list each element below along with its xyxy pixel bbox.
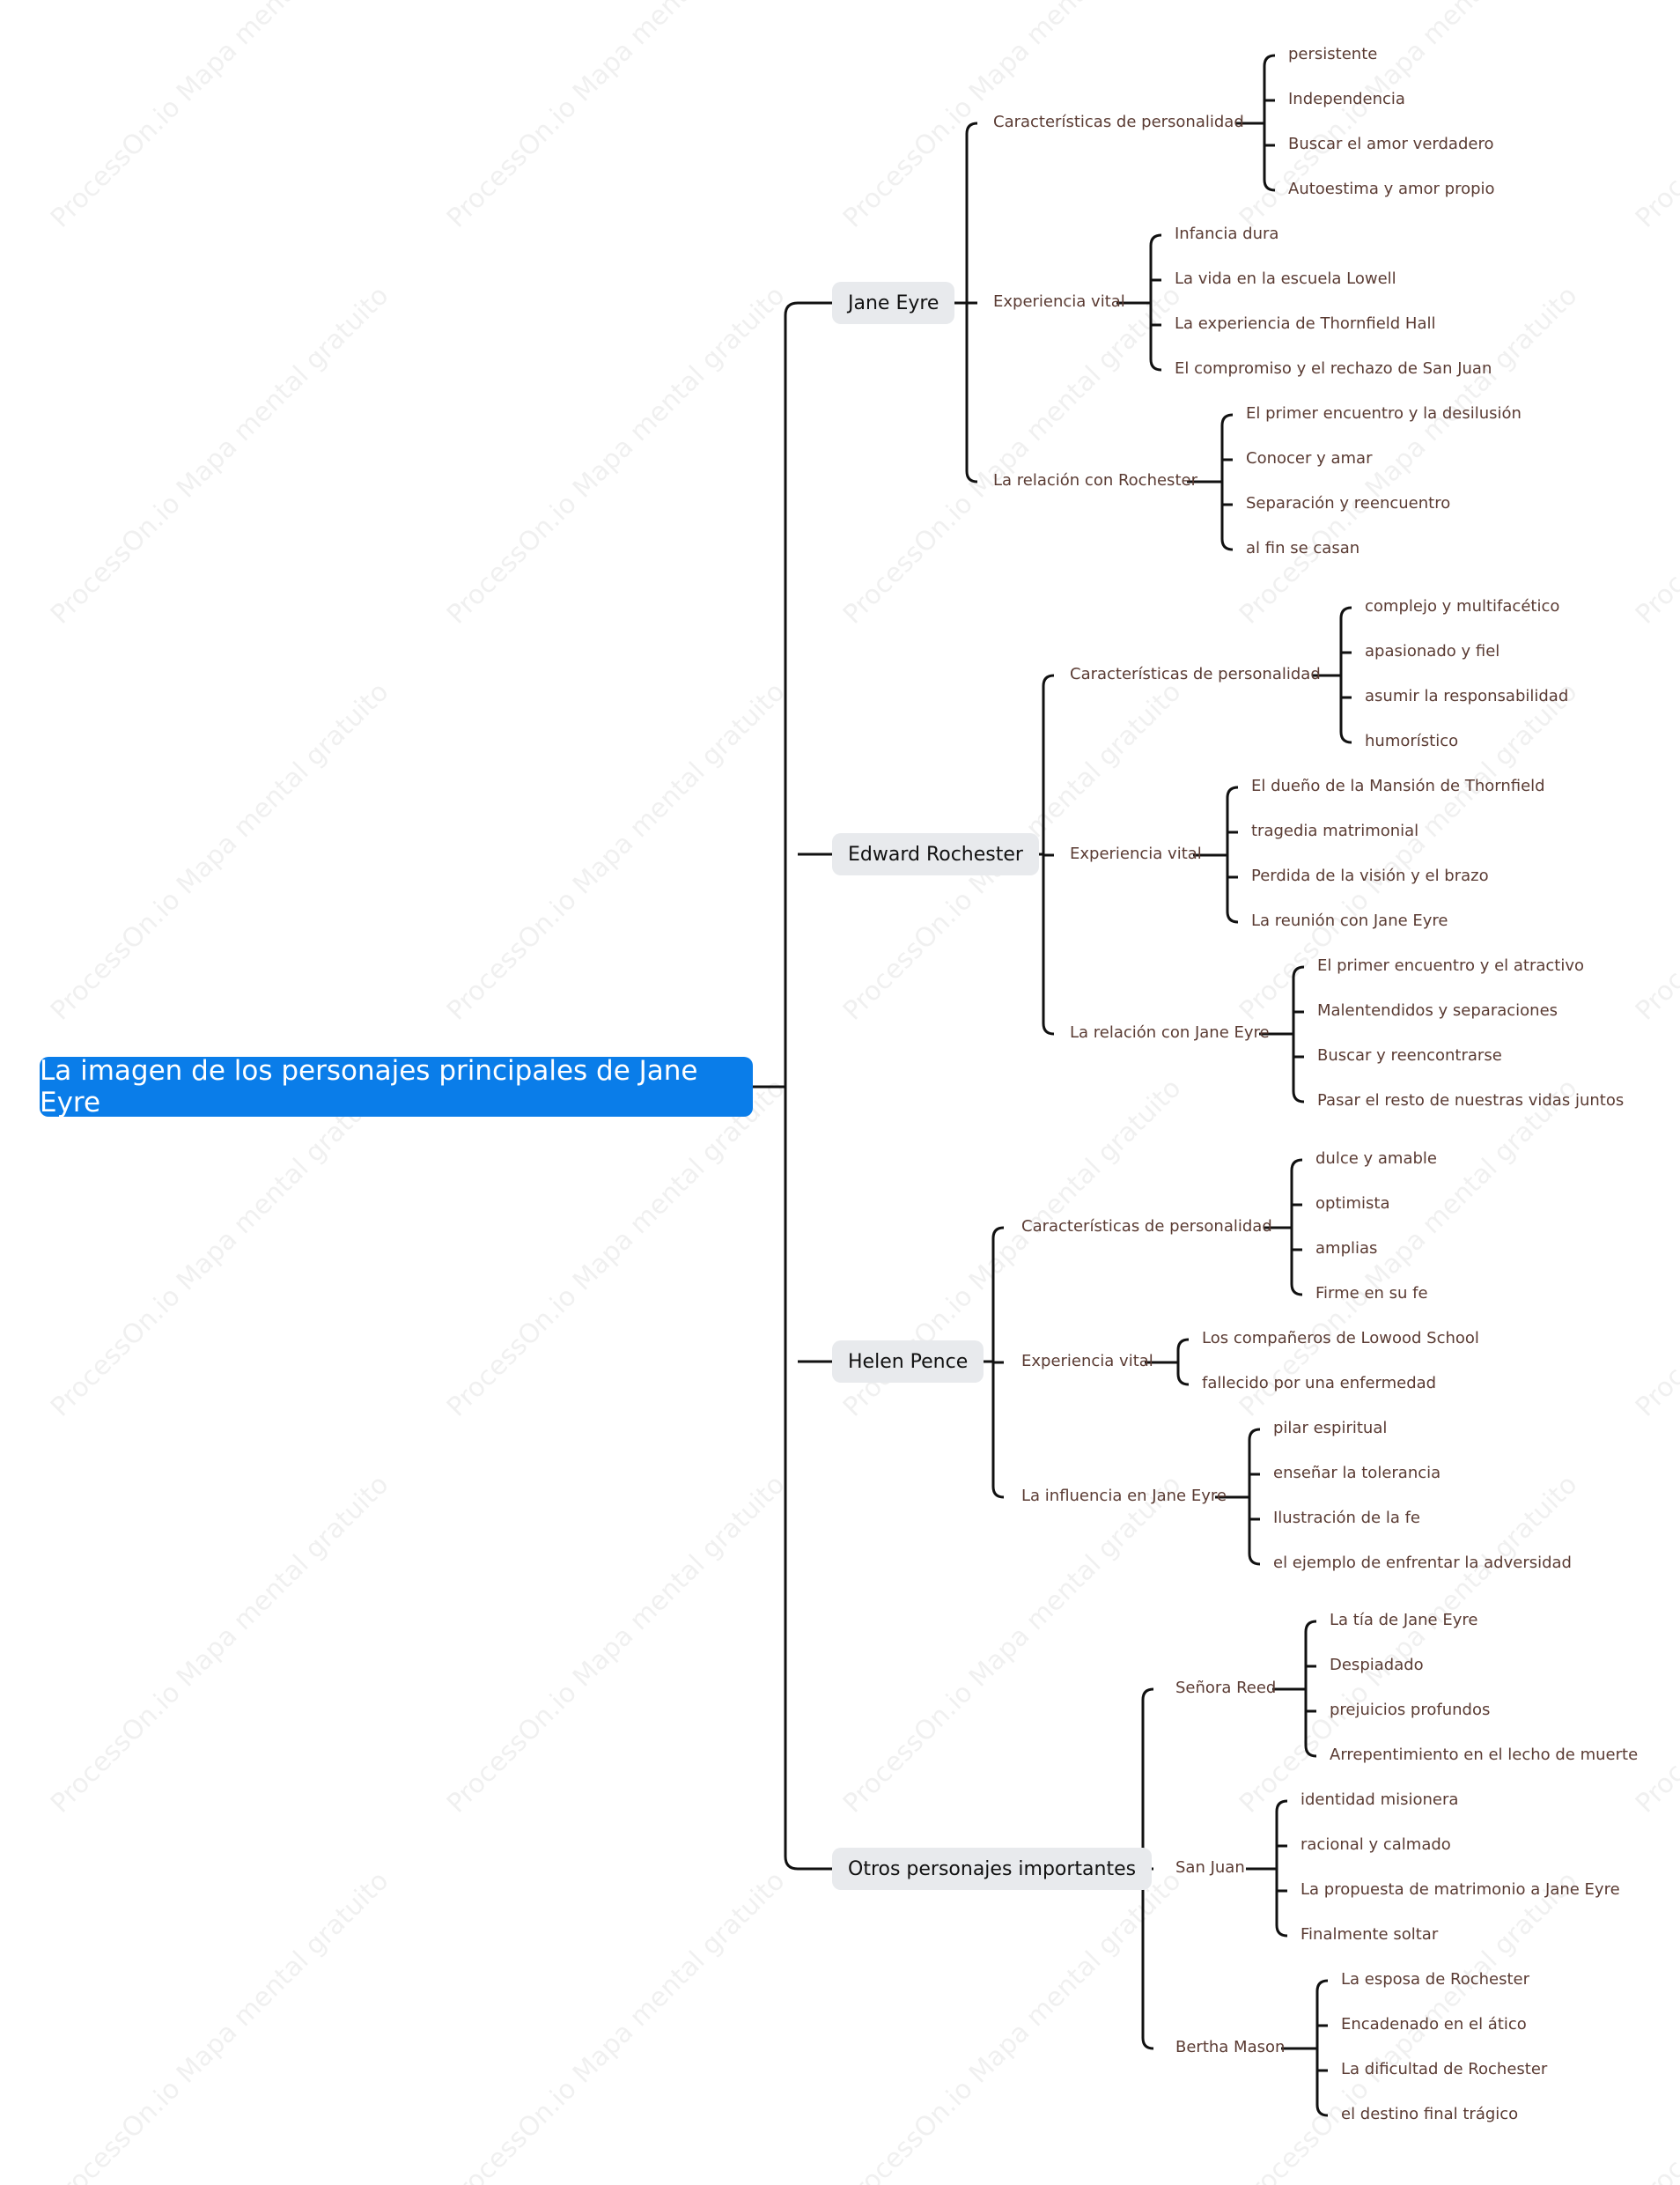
subtopic-node[interactable]: La relación con Jane Eyre	[1070, 1023, 1270, 1042]
leaf-node[interactable]: persistente	[1288, 45, 1378, 63]
leaf-node[interactable]: Los compañeros de Lowood School	[1202, 1329, 1479, 1347]
leaf-node[interactable]: Infancia dura	[1175, 225, 1279, 243]
leaf-node[interactable]: fallecido por una enfermedad	[1202, 1374, 1437, 1392]
leaf-node[interactable]: Perdida de la visión y el brazo	[1251, 867, 1489, 885]
root-topic[interactable]: La imagen de los personajes principales …	[40, 1055, 753, 1118]
subtopic-node[interactable]: Experiencia vital	[1070, 845, 1202, 863]
leaf-node[interactable]: Conocer y amar	[1246, 449, 1373, 468]
topic-node[interactable]: Edward Rochester	[832, 833, 1039, 875]
leaf-node[interactable]: La esposa de Rochester	[1341, 1970, 1530, 1989]
leaf-node[interactable]: enseñar la tolerancia	[1273, 1464, 1441, 1482]
leaf-node[interactable]: el destino final trágico	[1341, 2105, 1519, 2123]
leaf-node[interactable]: tragedia matrimonial	[1251, 822, 1419, 840]
leaf-node[interactable]: apasionado y fiel	[1365, 642, 1500, 661]
subtopic-node[interactable]: Características de personalidad	[1021, 1217, 1272, 1236]
leaf-node[interactable]: el ejemplo de enfrentar la adversidad	[1273, 1554, 1572, 1572]
subtopic-node[interactable]: La relación con Rochester	[993, 471, 1197, 490]
leaf-node[interactable]: Arrepentimiento en el lecho de muerte	[1330, 1746, 1639, 1764]
subtopic-node[interactable]: Bertha Mason	[1175, 2038, 1286, 2056]
leaf-node[interactable]: La experiencia de Thornfield Hall	[1175, 314, 1436, 333]
leaf-node[interactable]: La tía de Jane Eyre	[1330, 1611, 1478, 1629]
subtopic-node[interactable]: Señora Reed	[1175, 1679, 1277, 1697]
subtopic-node[interactable]: La influencia en Jane Eyre	[1021, 1487, 1227, 1505]
leaf-node[interactable]: al fin se casan	[1246, 539, 1360, 557]
leaf-node[interactable]: asumir la responsabilidad	[1365, 687, 1569, 705]
leaf-node[interactable]: La dificultad de Rochester	[1341, 2060, 1548, 2078]
leaf-node[interactable]: Malentendidos y separaciones	[1317, 1001, 1558, 1020]
leaf-node[interactable]: Buscar el amor verdadero	[1288, 135, 1494, 153]
subtopic-node[interactable]: Características de personalidad	[1070, 665, 1321, 683]
leaf-node[interactable]: La reunión con Jane Eyre	[1251, 912, 1448, 930]
leaf-node[interactable]: Pasar el resto de nuestras vidas juntos	[1317, 1091, 1625, 1110]
subtopic-node[interactable]: Experiencia vital	[993, 292, 1125, 311]
leaf-node[interactable]: El dueño de la Mansión de Thornfield	[1251, 777, 1545, 795]
leaf-node[interactable]: El compromiso y el rechazo de San Juan	[1175, 359, 1492, 378]
subtopic-node[interactable]: Experiencia vital	[1021, 1352, 1153, 1370]
leaf-node[interactable]: dulce y amable	[1315, 1149, 1437, 1168]
topic-node[interactable]: Otros personajes importantes	[832, 1848, 1153, 1890]
leaf-node[interactable]: Independencia	[1288, 90, 1405, 108]
leaf-node[interactable]: Autoestima y amor propio	[1288, 180, 1495, 198]
leaf-node[interactable]: amplias	[1315, 1239, 1378, 1258]
leaf-node[interactable]: La vida en la escuela Lowell	[1175, 269, 1396, 288]
topic-node[interactable]: Helen Pence	[832, 1340, 984, 1383]
leaf-node[interactable]: El primer encuentro y el atractivo	[1317, 956, 1585, 975]
subtopic-node[interactable]: San Juan	[1175, 1858, 1245, 1877]
leaf-node[interactable]: Finalmente soltar	[1301, 1925, 1439, 1944]
leaf-node[interactable]: Encadenado en el ático	[1341, 2015, 1527, 2034]
leaf-node[interactable]: Despiadado	[1330, 1656, 1424, 1674]
leaf-node[interactable]: complejo y multifacético	[1365, 597, 1560, 616]
leaf-node[interactable]: Separación y reencuentro	[1246, 494, 1451, 513]
subtopic-node[interactable]: Características de personalidad	[993, 113, 1244, 131]
leaf-node[interactable]: Firme en su fe	[1315, 1284, 1428, 1303]
leaf-node[interactable]: racional y calmado	[1301, 1835, 1451, 1854]
leaf-node[interactable]: La propuesta de matrimonio a Jane Eyre	[1301, 1880, 1620, 1899]
leaf-node[interactable]: El primer encuentro y la desilusión	[1246, 404, 1522, 423]
leaf-node[interactable]: Buscar y reencontrarse	[1317, 1046, 1502, 1065]
leaf-node[interactable]: prejuicios profundos	[1330, 1701, 1491, 1719]
leaf-node[interactable]: identidad misionera	[1301, 1790, 1459, 1809]
leaf-node[interactable]: Ilustración de la fe	[1273, 1509, 1421, 1527]
leaf-node[interactable]: optimista	[1315, 1194, 1390, 1213]
topic-node[interactable]: Jane Eyre	[832, 282, 955, 324]
leaf-node[interactable]: humorístico	[1365, 732, 1459, 750]
leaf-node[interactable]: pilar espiritual	[1273, 1419, 1388, 1437]
